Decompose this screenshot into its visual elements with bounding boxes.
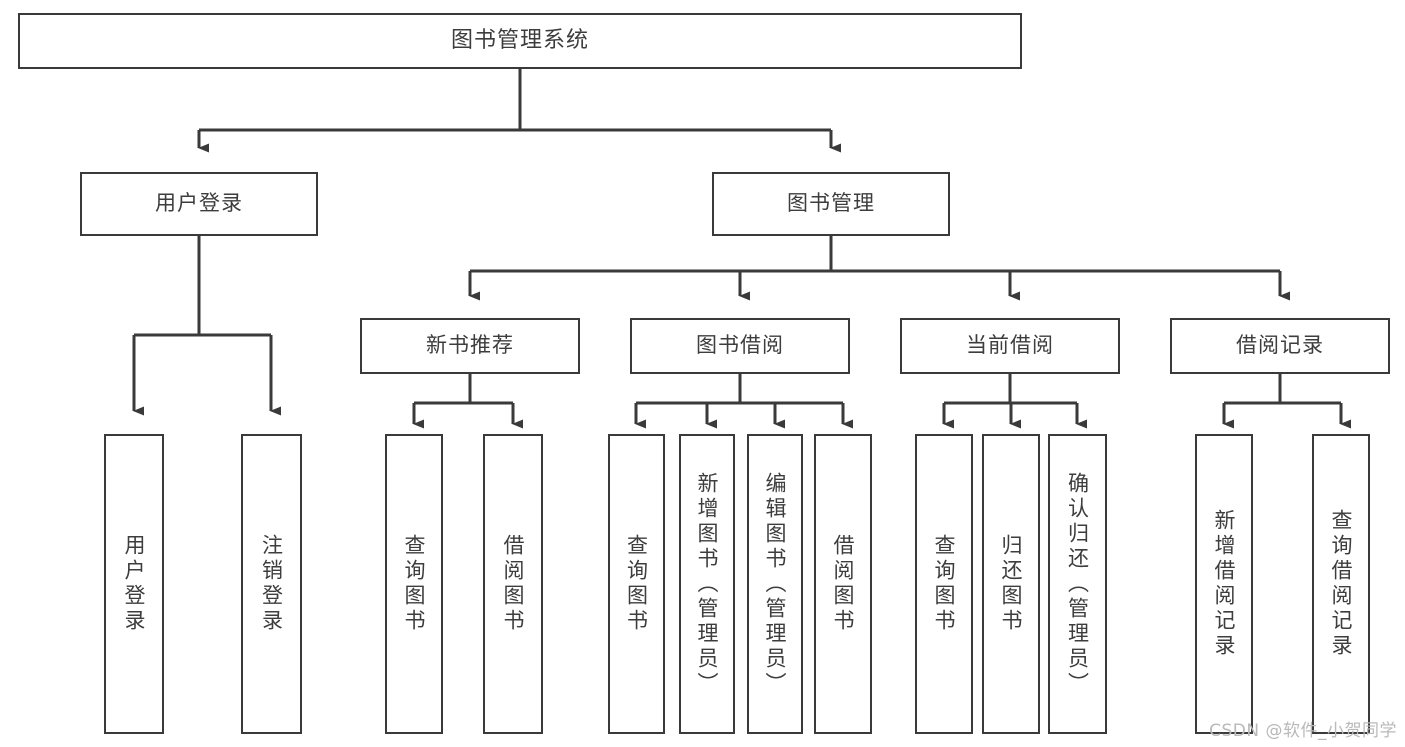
leaf-query-borrow-record[interactable]: 查询借阅记录	[1312, 434, 1370, 734]
node-label: 借阅图书	[501, 534, 526, 634]
node-label: 新增图书（管理员）	[695, 471, 720, 697]
node-book-borrow[interactable]: 图书借阅	[630, 318, 850, 374]
node-label: 编辑图书（管理员）	[763, 471, 788, 697]
node-label: 借阅记录	[1236, 333, 1324, 358]
node-label: 确认归还（管理员）	[1065, 471, 1090, 697]
node-label: 新增借阅记录	[1212, 509, 1237, 659]
node-borrow-record[interactable]: 借阅记录	[1170, 318, 1390, 374]
leaf-edit-book-admin[interactable]: 编辑图书（管理员）	[747, 434, 803, 734]
node-root-system[interactable]: 图书管理系统	[18, 13, 1022, 69]
node-label: 归还图书	[999, 534, 1024, 634]
leaf-query-book-bb[interactable]: 查询图书	[608, 434, 665, 734]
node-label: 图书管理系统	[450, 27, 589, 53]
node-label: 查询图书	[624, 534, 649, 634]
node-label: 当前借阅	[966, 333, 1054, 358]
node-label: 用户登录	[122, 534, 147, 634]
leaf-borrow-book-nbr[interactable]: 借阅图书	[483, 434, 543, 734]
leaf-query-book-cb[interactable]: 查询图书	[915, 434, 973, 734]
node-label: 查询图书	[402, 534, 427, 634]
node-current-borrow[interactable]: 当前借阅	[900, 318, 1120, 374]
leaf-add-book-admin[interactable]: 新增图书（管理员）	[679, 434, 735, 734]
node-label: 新书推荐	[426, 333, 514, 358]
node-label: 用户登录	[155, 191, 243, 216]
node-book-management[interactable]: 图书管理	[712, 172, 950, 236]
leaf-return-book[interactable]: 归还图书	[982, 434, 1040, 734]
leaf-logout[interactable]: 注销登录	[241, 434, 302, 734]
node-label: 图书借阅	[696, 333, 784, 358]
leaf-borrow-book-bb[interactable]: 借阅图书	[814, 434, 872, 734]
watermark-text: CSDN @软件_小贺同学	[1209, 721, 1397, 741]
leaf-confirm-return-admin[interactable]: 确认归还（管理员）	[1048, 434, 1107, 734]
leaf-add-borrow-record[interactable]: 新增借阅记录	[1195, 434, 1253, 734]
leaf-user-login[interactable]: 用户登录	[104, 434, 164, 734]
node-label: 注销登录	[259, 534, 284, 634]
node-user-login[interactable]: 用户登录	[80, 172, 318, 236]
node-label: 借阅图书	[831, 534, 856, 634]
node-new-book-recommend[interactable]: 新书推荐	[360, 318, 580, 374]
node-label: 查询借阅记录	[1329, 509, 1354, 659]
leaf-query-book-nbr[interactable]: 查询图书	[385, 434, 443, 734]
node-label: 查询图书	[932, 534, 957, 634]
node-label: 图书管理	[787, 191, 875, 216]
